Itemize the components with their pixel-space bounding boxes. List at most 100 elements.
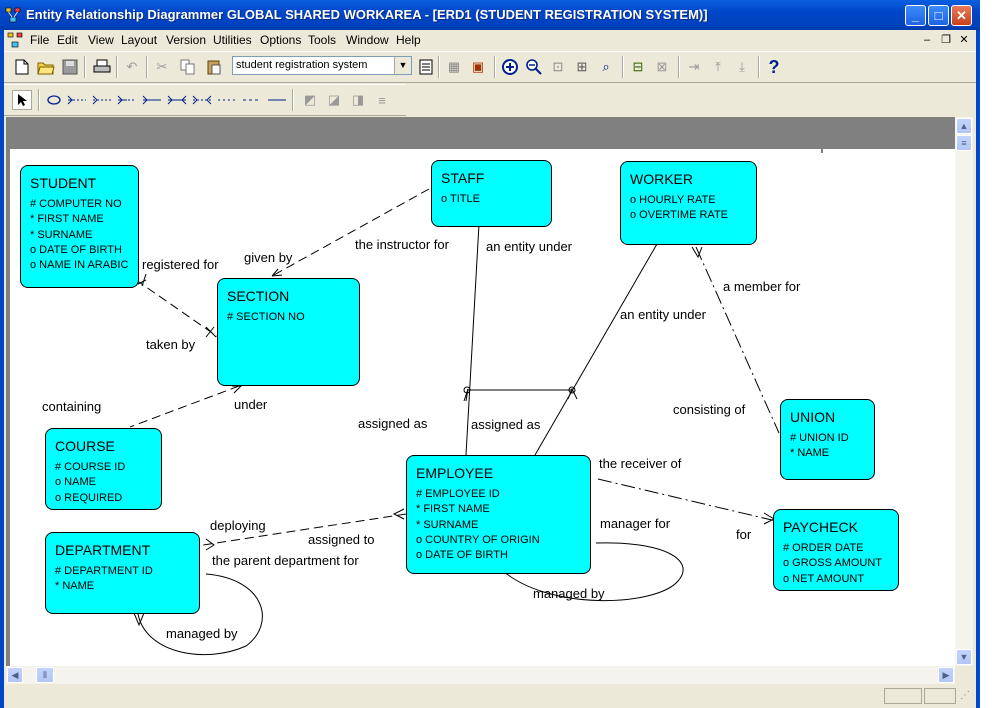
entity-union[interactable]: UNION # UNION ID * NAME xyxy=(780,399,875,480)
rel-label-under[interactable]: under xyxy=(234,397,268,412)
align-bottom-icon[interactable]: ⤓ xyxy=(739,59,745,74)
horizontal-scrollbar[interactable]: ◀ ⦀ ▶ xyxy=(6,666,955,684)
scroll-left-icon[interactable]: ◀ xyxy=(7,667,23,683)
relationship-tool-5-icon[interactable] xyxy=(167,90,187,110)
zoom-out-icon[interactable] xyxy=(524,57,544,77)
menu-view[interactable]: View xyxy=(88,33,114,47)
diagram-canvas[interactable]: STUDENT # COMPUTER NO * FIRST NAME * SUR… xyxy=(6,149,955,666)
relationship-tool-6-icon[interactable] xyxy=(192,90,212,110)
paste-icon[interactable] xyxy=(204,57,224,77)
menu-help[interactable]: Help xyxy=(396,33,421,47)
rel-label-registered-for[interactable]: registered for xyxy=(142,257,219,272)
vertical-scrollbar[interactable]: ▲ ≡ ▼ xyxy=(955,117,973,666)
relationship-tool-icon[interactable] xyxy=(67,90,87,110)
entity-worker[interactable]: WORKER o HOURLY RATE o OVERTIME RATE xyxy=(620,161,757,245)
save-icon[interactable] xyxy=(60,57,80,77)
rel-label-consisting-of[interactable]: consisting of xyxy=(673,402,746,417)
horizontal-scroll-thumb[interactable]: ⦀ xyxy=(36,667,54,683)
toolbar-separator xyxy=(292,89,294,111)
chevron-down-icon[interactable]: ▼ xyxy=(394,57,411,74)
rel-label-parent-department-for[interactable]: the parent department for xyxy=(212,553,359,568)
help-icon[interactable]: ? xyxy=(768,56,780,77)
rel-label-assigned-as-2[interactable]: assigned as xyxy=(471,417,541,432)
repository-icon[interactable]: ▦ xyxy=(447,59,461,74)
entity-section[interactable]: SECTION # SECTION NO xyxy=(217,278,360,386)
relationship-tool-3-icon[interactable] xyxy=(117,90,137,110)
close-button[interactable]: ✕ xyxy=(951,5,972,26)
zoom-in-icon[interactable] xyxy=(500,57,520,77)
entity-tool-icon[interactable] xyxy=(44,90,64,110)
vertical-scroll-thumb[interactable]: ≡ xyxy=(956,135,972,151)
resize-grip-icon[interactable]: ⋰ xyxy=(960,690,970,701)
rel-label-taken-by[interactable]: taken by xyxy=(146,337,196,352)
mdi-close-button[interactable]: ✕ xyxy=(959,34,969,46)
relationship-tool-8-icon[interactable] xyxy=(242,90,262,110)
rel-label-worker-entity-under[interactable]: an entity under xyxy=(620,307,707,322)
rel-label-department-managed-by[interactable]: managed by xyxy=(166,626,238,641)
relationship-tool-2-icon[interactable] xyxy=(92,90,112,110)
rel-label-deploying[interactable]: deploying xyxy=(210,518,266,533)
rel-label-containing[interactable]: containing xyxy=(42,399,102,414)
relationship-tool-4-icon[interactable] xyxy=(142,90,162,110)
entity-paycheck[interactable]: PAYCHECK # ORDER DATE o GROSS AMOUNT o N… xyxy=(773,509,899,591)
undo-icon[interactable]: ↶ xyxy=(126,59,138,74)
new-icon[interactable] xyxy=(12,57,32,77)
properties-icon[interactable] xyxy=(416,57,436,77)
minimize-button[interactable]: _ xyxy=(905,5,926,26)
autolayout-icon[interactable]: ⊟ xyxy=(632,59,644,74)
menu-edit[interactable]: Edit xyxy=(57,33,78,47)
zoom-select-icon[interactable]: ⌕ xyxy=(602,59,610,74)
relationship-tool-7-icon[interactable] xyxy=(217,90,237,110)
rel-label-employee-managed-by[interactable]: managed by xyxy=(533,586,605,601)
rel-label-manager-for[interactable]: manager for xyxy=(600,516,671,531)
select-pointer-icon[interactable] xyxy=(12,90,32,110)
zoom-all-icon[interactable]: ⊞ xyxy=(576,59,588,74)
mdi-restore-button[interactable]: ❐ xyxy=(941,34,951,46)
format-fill-icon[interactable]: ◩ xyxy=(303,92,317,107)
menu-version[interactable]: Version xyxy=(166,33,207,47)
fit-to-window-icon[interactable]: ⊡ xyxy=(552,59,564,74)
menu-options[interactable]: Options xyxy=(260,33,302,47)
menu-file[interactable]: File xyxy=(30,33,50,47)
scroll-right-icon[interactable]: ▶ xyxy=(938,667,954,683)
align-top-icon[interactable]: ⤒ xyxy=(715,59,721,74)
menu-window[interactable]: Window xyxy=(346,33,389,47)
arc-endpoint xyxy=(568,386,576,394)
open-icon[interactable] xyxy=(36,57,56,77)
rel-label-assigned-to[interactable]: assigned to xyxy=(308,532,375,547)
entity-name: PAYCHECK xyxy=(783,519,858,535)
entity-student[interactable]: STUDENT # COMPUTER NO * FIRST NAME * SUR… xyxy=(20,165,139,288)
mdi-minimize-button[interactable]: – xyxy=(923,34,931,46)
rel-label-receiver-of[interactable]: the receiver of xyxy=(599,456,682,471)
menu-layout[interactable]: Layout xyxy=(121,33,158,47)
rel-label-given-by[interactable]: given by xyxy=(244,250,293,265)
scroll-up-icon[interactable]: ▲ xyxy=(956,118,972,134)
rel-label-member-for[interactable]: a member for xyxy=(723,279,801,294)
menu-utilities[interactable]: Utilities xyxy=(213,33,252,47)
line-student-section xyxy=(135,279,222,340)
entity-department[interactable]: DEPARTMENT # DEPARTMENT ID * NAME xyxy=(45,532,200,614)
scroll-down-icon[interactable]: ▼ xyxy=(956,649,972,665)
relationship-tool-9-icon[interactable] xyxy=(267,90,287,110)
entity-attribute: * NAME xyxy=(55,580,95,593)
generate-icon[interactable]: ▣ xyxy=(471,59,485,74)
copy-icon[interactable] xyxy=(178,57,198,77)
minimize-crossings-icon[interactable]: ⊠ xyxy=(656,59,668,74)
print-icon[interactable] xyxy=(92,57,112,77)
maximize-button[interactable]: □ xyxy=(928,5,949,26)
menu-tools[interactable]: Tools xyxy=(308,33,337,47)
entity-staff[interactable]: STAFF o TITLE xyxy=(431,160,552,227)
rel-label-staff-entity-under[interactable]: an entity under xyxy=(486,239,573,254)
diagram-selector[interactable]: student registration system ▼ xyxy=(232,56,412,75)
entity-course[interactable]: COURSE # COURSE ID o NAME o REQUIRED xyxy=(45,428,162,510)
cut-icon[interactable]: ✂ xyxy=(156,59,168,74)
entity-employee[interactable]: EMPLOYEE # EMPLOYEE ID * FIRST NAME * SU… xyxy=(406,455,591,574)
rel-label-for[interactable]: for xyxy=(736,527,752,542)
align-icon[interactable]: ⇥ xyxy=(688,59,700,74)
format-line-icon[interactable]: ◪ xyxy=(327,92,341,107)
format-font-icon[interactable]: ◨ xyxy=(351,92,365,107)
rel-label-assigned-as-1[interactable]: assigned as xyxy=(358,416,428,431)
rel-label-instructor-for[interactable]: the instructor for xyxy=(355,237,449,252)
menu-bar: File Edit View Layout Version Utilities … xyxy=(4,30,976,50)
format-text-icon[interactable]: ≡ xyxy=(378,92,386,108)
